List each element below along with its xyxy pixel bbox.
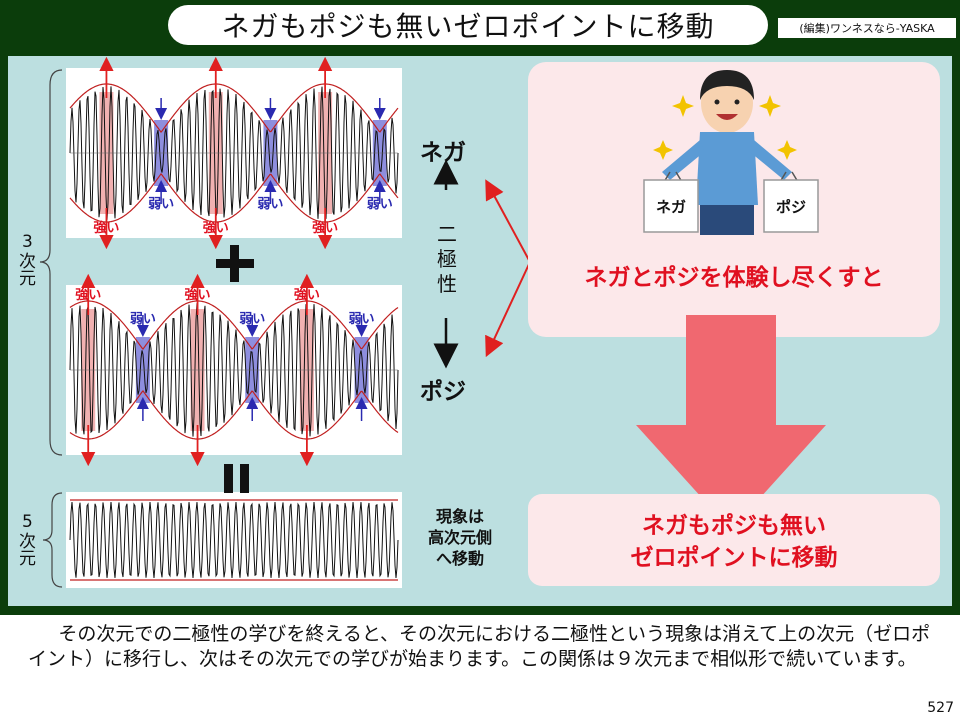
phenomenon-line-3: へ移動 (435, 549, 484, 568)
uniform-wave (69, 501, 399, 579)
result-line-1: ネガもポジも無い (642, 513, 826, 539)
wave-graph-2 (69, 300, 399, 440)
equals-bar-2 (240, 464, 249, 493)
experience-text: ネガとポジを体験し尽くすと (584, 265, 884, 291)
diagram-svg: 強い強い強い弱い弱い弱い 強い強い強い弱い弱い弱い (39, 56, 940, 588)
dipole-char-1: 二 (437, 222, 457, 246)
weak-label: 弱い (257, 196, 283, 212)
dim5-number: 5 (22, 512, 33, 532)
big-down-arrow (636, 315, 826, 530)
bracket-arrow-down (485, 261, 531, 358)
description-area (0, 613, 960, 722)
page-title: ネガもポジも無いゼロポイントに移動 (168, 5, 768, 45)
poji-label: ポジ (420, 379, 466, 405)
strong-label: 強い (93, 220, 119, 236)
dipole-char-2: 極 (437, 247, 457, 271)
bag-left-label: ネガ (655, 198, 686, 216)
wave-graph-3 (69, 499, 399, 581)
bag-left-icon (643, 179, 699, 233)
strong-label: 強い (294, 287, 320, 303)
envelope-top (69, 300, 399, 351)
bracket-arrow-up (485, 179, 531, 263)
person-illustration (643, 70, 819, 235)
bag-right-label: ポジ (775, 198, 806, 216)
strong-label: 強い (203, 220, 229, 236)
phenomenon-line-1: 現象は (435, 507, 484, 526)
equals-bar-1 (224, 464, 233, 493)
header-bar: ネガもポジも無いゼロポイントに移動 (編集)ワンネスなら-YASKA (0, 0, 960, 50)
phenomenon-label: 現象は 高次元側 へ移動 (410, 506, 510, 569)
dim5-label: 次元 (15, 532, 35, 566)
weak-label: 弱い (367, 196, 393, 212)
wave-graph-1 (69, 83, 399, 223)
phenomenon-line-2: 高次元側 (427, 528, 492, 547)
dim3-label: 次元 (15, 252, 35, 286)
result-box (528, 494, 940, 586)
envelope-bottom (69, 389, 399, 440)
nega-label: ネガ (420, 140, 466, 166)
strong-label: 強い (312, 220, 338, 236)
credit-label: (編集)ワンネスなら-YASKA (778, 18, 956, 38)
envelope-bottom (69, 172, 399, 223)
weak-label: 弱い (239, 311, 265, 327)
description-text: その次元での二極性の学びを終えると、その次元における二極性という現象は消えて上の… (28, 623, 931, 670)
brace-3d (39, 69, 63, 456)
weak-label: 弱い (349, 311, 375, 327)
wave1-labels: 強い 強い 強い 弱い 弱い 弱い (93, 56, 393, 250)
weak-label: 弱い (148, 196, 174, 212)
weak-label: 弱い (130, 311, 156, 327)
result-line-2: ゼロポイントに移動 (630, 545, 838, 571)
envelope-top (69, 83, 399, 134)
bag-right-icon (763, 179, 819, 233)
plus-sign-v (230, 245, 239, 282)
brace-5d (42, 492, 63, 588)
dim3-number: 3 (22, 232, 33, 252)
strong-label: 強い (75, 287, 101, 303)
dipole-char-3: 性 (437, 272, 457, 296)
result-text: ネガもポジも無い ゼロポイントに移動 (528, 510, 940, 574)
page-number: 527 (927, 700, 954, 716)
strong-label: 強い (185, 287, 211, 303)
dipole-label: 二 極 性 (435, 222, 459, 297)
